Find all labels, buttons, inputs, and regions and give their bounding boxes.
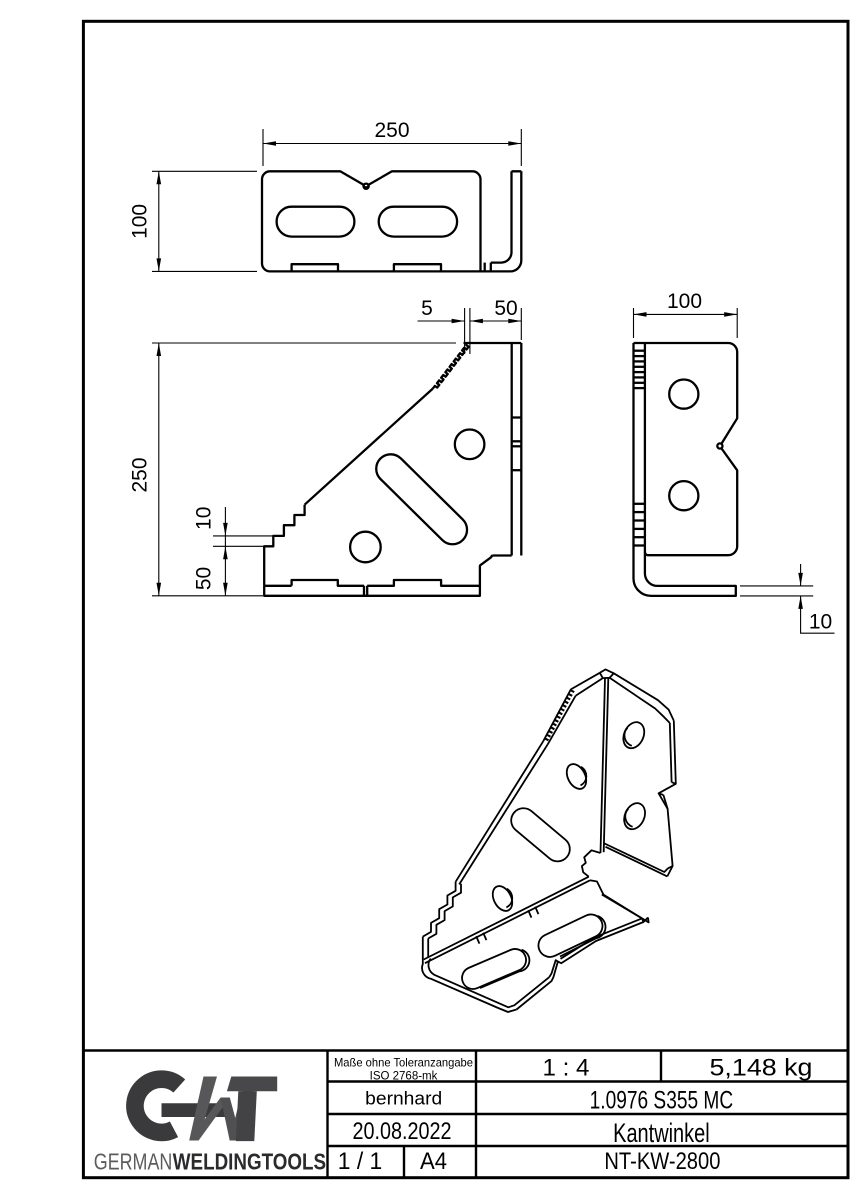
svg-text:1 / 1: 1 / 1	[338, 1148, 383, 1175]
svg-text:10: 10	[193, 507, 216, 530]
svg-text:ISO 2768-mk: ISO 2768-mk	[370, 1070, 438, 1082]
svg-text:1.0976 S355 MC: 1.0976 S355 MC	[590, 1086, 734, 1114]
svg-text:Kantwinkel: Kantwinkel	[613, 1118, 710, 1148]
svg-text:A4: A4	[420, 1148, 447, 1175]
svg-text:5,148 kg: 5,148 kg	[710, 1055, 813, 1082]
svg-text:1 : 4: 1 : 4	[543, 1055, 590, 1082]
svg-text:10: 10	[809, 611, 832, 634]
svg-text:100: 100	[129, 204, 152, 239]
svg-text:5: 5	[421, 297, 433, 320]
svg-text:50: 50	[494, 297, 517, 320]
svg-text:GERMAN: GERMAN	[94, 1148, 173, 1174]
svg-text:WELDINGTOOLS: WELDINGTOOLS	[173, 1148, 326, 1174]
svg-text:Maße ohne Toleranzangabe: Maße ohne Toleranzangabe	[334, 1055, 473, 1069]
svg-text:250: 250	[129, 457, 152, 492]
svg-text:20.08.2022: 20.08.2022	[353, 1118, 452, 1145]
svg-text:bernhard: bernhard	[365, 1088, 442, 1108]
svg-text:50: 50	[193, 567, 216, 590]
svg-text:100: 100	[667, 290, 702, 313]
svg-text:250: 250	[374, 119, 409, 142]
svg-text:NT-KW-2800: NT-KW-2800	[604, 1148, 720, 1175]
